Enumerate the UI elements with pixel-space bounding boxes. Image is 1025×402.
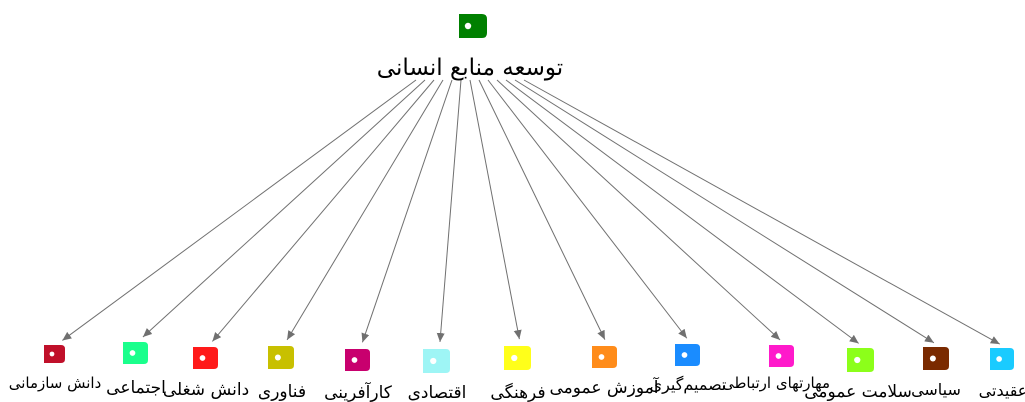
tag-hole xyxy=(199,355,206,361)
child-label: فناوری xyxy=(258,382,306,402)
tag-icon xyxy=(923,347,949,370)
child-node[interactable]: تصمیم‌گیری xyxy=(650,344,727,395)
connector-line xyxy=(487,79,688,339)
tag-hole xyxy=(49,351,55,357)
child-label: دانش سازمانی xyxy=(9,374,102,392)
tag-hole xyxy=(775,353,782,359)
child-node[interactable]: فناوری xyxy=(258,346,306,402)
tag-icon xyxy=(423,349,450,373)
child-node[interactable]: فرهنگی xyxy=(490,346,546,402)
root-tag-hole xyxy=(464,22,472,30)
child-node[interactable]: سلامت عمومی xyxy=(804,348,912,402)
connector-line xyxy=(361,79,453,343)
connector-line xyxy=(496,79,781,341)
child-label: عقیدتی xyxy=(979,381,1025,400)
child-label: مهارتهای ارتباطی xyxy=(722,374,830,392)
connector-line xyxy=(436,79,462,343)
child-label: آموزش عمومی xyxy=(549,376,659,398)
tag-hole xyxy=(351,357,358,363)
connector-line xyxy=(142,79,426,338)
tag-icon xyxy=(44,345,65,363)
tag-icon xyxy=(504,346,531,370)
tag-hole xyxy=(430,357,437,365)
tag-hole xyxy=(274,354,281,361)
child-node[interactable]: عقیدتی xyxy=(979,348,1025,400)
tag-icon xyxy=(268,346,294,369)
tag-icon xyxy=(847,348,874,372)
child-node[interactable]: دانش شغلی xyxy=(163,347,249,400)
tag-hole xyxy=(129,350,136,356)
tag-icon xyxy=(675,344,700,366)
connector-line xyxy=(211,79,435,342)
connector-line xyxy=(514,79,935,344)
tag-hole xyxy=(598,354,605,360)
connector-line xyxy=(286,79,444,341)
tag-hole xyxy=(996,356,1002,362)
tag-icon xyxy=(990,348,1014,370)
child-node[interactable]: اقتصادی xyxy=(408,349,467,402)
child-label: تصمیم‌گیری xyxy=(650,375,727,395)
child-label: سلامت عمومی xyxy=(804,382,912,402)
tag-icon xyxy=(123,342,148,364)
child-node[interactable]: دانش سازمانی xyxy=(9,345,102,392)
connector-line xyxy=(505,79,859,344)
child-label: سیاسی xyxy=(911,380,961,399)
child-node[interactable]: مهارتهای ارتباطی xyxy=(722,345,830,392)
root-node[interactable]: توسعه منابع انسانی xyxy=(377,14,563,81)
tag-icon xyxy=(592,346,617,368)
tag-icon xyxy=(193,347,218,369)
child-label: دانش شغلی xyxy=(163,380,249,400)
root-label: توسعه منابع انسانی xyxy=(377,55,563,81)
child-label: اجتماعی xyxy=(106,378,166,398)
child-node[interactable]: اجتماعی xyxy=(106,342,166,398)
tag-icon xyxy=(345,349,370,371)
tag-icon xyxy=(769,345,794,367)
tag-hole xyxy=(511,354,518,362)
child-label: اقتصادی xyxy=(408,383,467,402)
tag-hole xyxy=(854,356,861,364)
child-node[interactable]: آموزش عمومی xyxy=(549,346,660,398)
connector-lines xyxy=(62,79,1000,345)
connector-line xyxy=(523,79,1000,345)
child-label: فرهنگی xyxy=(490,382,545,402)
child-node[interactable]: کارآفرینی xyxy=(324,349,393,402)
child-node[interactable]: سیاسی xyxy=(911,347,961,399)
connector-line xyxy=(62,79,417,341)
connector-line xyxy=(469,79,522,340)
tag-hole xyxy=(681,352,688,358)
tag-hole xyxy=(929,355,936,362)
root-tag-icon xyxy=(459,14,487,38)
connector-line xyxy=(478,79,606,340)
child-label: کارآفرینی xyxy=(324,381,393,402)
